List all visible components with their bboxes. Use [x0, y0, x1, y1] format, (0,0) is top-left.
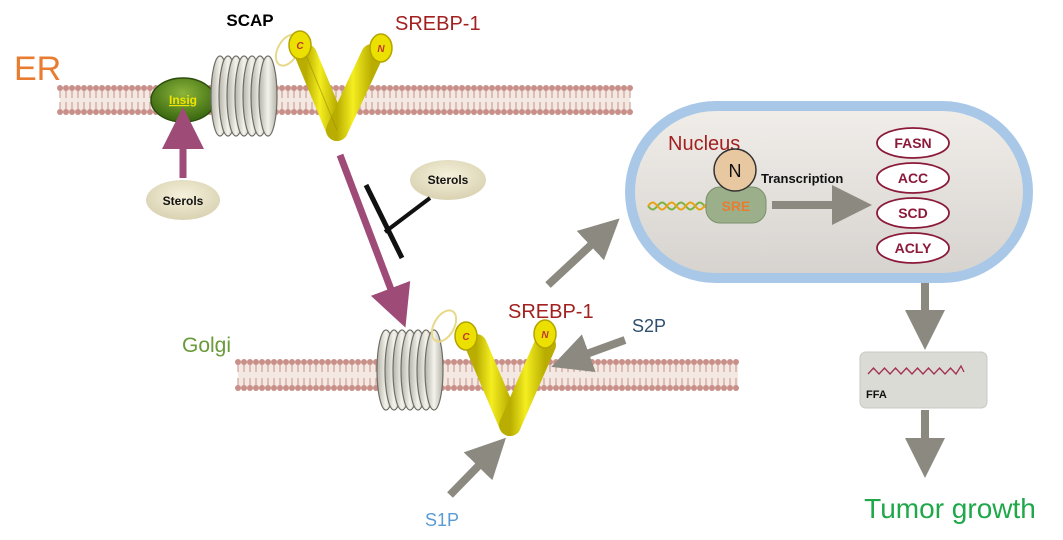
scap-protein-golgi	[376, 329, 444, 411]
srebp1-golgi: C N	[430, 309, 557, 436]
tumor-growth-label: Tumor growth	[864, 493, 1036, 524]
target-gene-list: FASN ACC SCD ACLY	[876, 127, 950, 264]
scap-label: SCAP	[226, 11, 273, 30]
s2p-label: S2P	[632, 316, 666, 336]
n-terminal-er: N	[377, 44, 385, 55]
sterols-left-label: Sterols	[163, 194, 204, 208]
insig-label: Insig	[169, 93, 197, 107]
gene-acc-oval	[876, 162, 950, 194]
fatty-acid-chain	[867, 364, 965, 376]
sre-label: SRE	[722, 198, 751, 214]
ffa-label: FFA	[866, 389, 887, 401]
sterols-right	[410, 160, 486, 200]
golgi-label: Golgi	[182, 334, 231, 357]
er-label: ER	[14, 50, 61, 88]
nuclear-srebp-n	[713, 148, 757, 192]
gene-acly-oval	[876, 232, 950, 264]
nucleus	[625, 101, 1033, 283]
s1p-arrow	[447, 437, 506, 498]
sterols-left	[146, 180, 220, 220]
c-terminal-golgi: C	[462, 332, 470, 343]
inhibition-bar	[363, 183, 405, 260]
nuclear-srebp-n-label: N	[729, 161, 742, 181]
srebp1-golgi-label: SREBP-1	[508, 301, 594, 323]
gene-fasn-oval	[876, 127, 950, 159]
srebp1-er-label: SREBP-1	[395, 13, 481, 35]
transcription-label: Transcription	[761, 171, 843, 186]
er-to-golgi-transport-arrow	[336, 153, 411, 328]
ffa-box	[859, 351, 988, 409]
inhibition-line	[383, 196, 432, 234]
gene-acly-label: ACLY	[895, 240, 932, 256]
srebp1-er: C N	[274, 30, 393, 141]
s1p-label: S1P	[425, 510, 459, 530]
nucleus-label: Nucleus	[668, 133, 740, 155]
scap-protein-er	[210, 55, 278, 137]
dna-helix	[647, 201, 709, 211]
n-terminal-golgi: N	[541, 330, 549, 341]
gene-fasn-label: FASN	[894, 135, 931, 151]
c-terminal-er: C	[296, 41, 304, 52]
gene-scd-oval	[876, 197, 950, 229]
gene-acc-label: ACC	[898, 170, 928, 186]
s2p-arrow	[551, 334, 627, 372]
gene-scd-label: SCD	[898, 205, 928, 221]
sterols-right-label: Sterols	[428, 173, 469, 187]
golgi-to-nucleus-arrow	[545, 218, 620, 288]
